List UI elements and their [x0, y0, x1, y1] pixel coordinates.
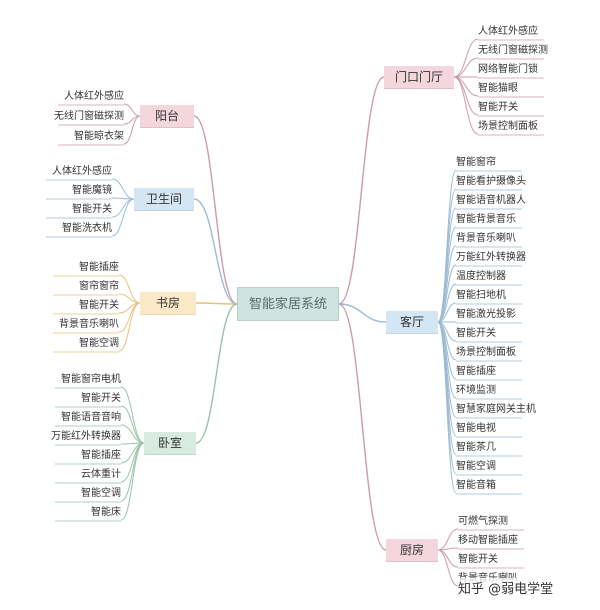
leaf-item: 万能红外转换器 [456, 252, 526, 263]
connector-line [111, 178, 135, 200]
leaf-item: 人体红外感应 [478, 26, 538, 37]
connector-line [453, 76, 479, 135]
connector-line [118, 274, 141, 304]
watermark: 知乎 @弱电学堂 [458, 578, 554, 597]
connector-line [437, 302, 457, 323]
leaf-item: 智能开关 [458, 554, 498, 565]
branch-label: 客厅 [399, 315, 424, 329]
leaf-item: 网络智能门锁 [478, 64, 538, 75]
leaf-item: 智能空调 [456, 461, 496, 472]
leaf-item: 智能窗帘 [456, 157, 496, 168]
connector-line [338, 76, 385, 305]
branch-label: 阳台 [154, 109, 179, 123]
connector-line [123, 103, 141, 117]
connector-line [118, 302, 141, 352]
connector-line [195, 302, 238, 305]
connector-line [120, 424, 145, 444]
connector-line [111, 198, 135, 218]
connector-line [195, 303, 238, 444]
leaf-item: 环境监测 [456, 385, 496, 396]
connector-line [437, 321, 457, 494]
leaf-item: 无线门窗磁探测 [54, 111, 124, 122]
connector-line [120, 442, 145, 521]
branch-yangtai: 阳台 [140, 105, 194, 127]
connector-line [453, 76, 479, 116]
branch-menkou: 门口门厅 [384, 66, 454, 88]
leaf-item: 智慧家庭网关主机 [456, 404, 536, 415]
connector-line [193, 115, 238, 305]
connector-line [437, 549, 459, 568]
leaf-item: 万能红外转换器 [51, 431, 121, 442]
branch-label: 门口门厅 [394, 70, 443, 84]
branch-label: 卧室 [157, 436, 182, 450]
connector-line [453, 57, 479, 78]
leaf-item: 人体红外感应 [52, 166, 112, 177]
leaf-item: 智能开关 [456, 328, 496, 339]
connector-line [193, 198, 238, 305]
leaf-item: 窗帘窗帘 [79, 281, 119, 292]
leaf-item: 无线门窗磁探测 [478, 45, 548, 56]
leaf-item: 智能开关 [79, 300, 119, 311]
leaf-item: 智能开关 [81, 393, 121, 404]
leaf-item: 温度控制器 [456, 271, 506, 282]
leaf-item: 云体重计 [81, 469, 121, 480]
connector-line [453, 38, 479, 78]
leaf-item: 智能晾衣架 [74, 131, 124, 142]
connector-line [338, 303, 387, 551]
branch-label: 书房 [155, 296, 180, 310]
leaf-item: 智能茶几 [456, 442, 496, 453]
leaf-item: 移动智能插座 [458, 535, 518, 546]
branch-label: 厨房 [399, 543, 424, 557]
leaf-item: 智能语音音响 [61, 412, 121, 423]
leaf-item: 智能音箱 [456, 480, 496, 491]
connector-line [338, 303, 387, 323]
connector-line [120, 405, 145, 444]
leaf-item: 智能猫眼 [478, 83, 518, 94]
connector-line [120, 386, 145, 444]
leaf-item: 智能插座 [79, 262, 119, 273]
connector-line [111, 198, 135, 237]
leaf-item: 智能插座 [81, 450, 121, 461]
leaf-item: 背景音乐喇叭 [456, 233, 516, 244]
branch-kefang: 客厅 [386, 311, 438, 333]
leaf-item: 智能语音机器人 [456, 195, 526, 206]
leaf-item: 智能看护摄像头 [456, 176, 526, 187]
leaf-item: 智能开关 [478, 102, 518, 113]
branch-shufang: 书房 [140, 292, 196, 314]
leaf-item: 智能开关 [72, 204, 112, 215]
leaf-item: 场景控制面板 [456, 347, 516, 358]
branch-weishengjian: 卫生间 [134, 188, 194, 210]
leaf-item: 智能电视 [456, 423, 496, 434]
leaf-item: 人体红外感应 [64, 91, 124, 102]
connector-line [120, 442, 145, 502]
leaf-item: 场景控制面板 [478, 121, 538, 132]
branch-woshi: 卧室 [144, 432, 196, 454]
leaf-item: 智能魔镜 [72, 185, 112, 196]
leaf-item: 背景音乐喇叭 [59, 319, 119, 330]
root-node: 智能家居系统 [237, 287, 339, 321]
leaf-item: 智能窗帘电机 [61, 374, 121, 385]
leaf-item: 智能空调 [79, 338, 119, 349]
branch-chufang: 厨房 [386, 539, 438, 561]
leaf-item: 智能背景音乐 [456, 214, 516, 225]
leaf-item: 智能洗衣机 [62, 223, 112, 234]
leaf-item: 可燃气探测 [458, 516, 508, 527]
connector-line [437, 528, 459, 551]
leaf-item: 智能空调 [81, 488, 121, 499]
connector-line [437, 283, 457, 323]
connector-line [123, 115, 141, 145]
connector-line [453, 76, 479, 97]
leaf-item: 智能插座 [456, 366, 496, 377]
connector-line [437, 549, 459, 587]
leaf-item: 智能激光投影 [456, 309, 516, 320]
leaf-item: 智能扫地机 [456, 290, 506, 301]
leaf-item: 智能床 [91, 507, 121, 518]
branch-label: 卫生间 [145, 192, 182, 206]
connector-line [437, 264, 457, 323]
